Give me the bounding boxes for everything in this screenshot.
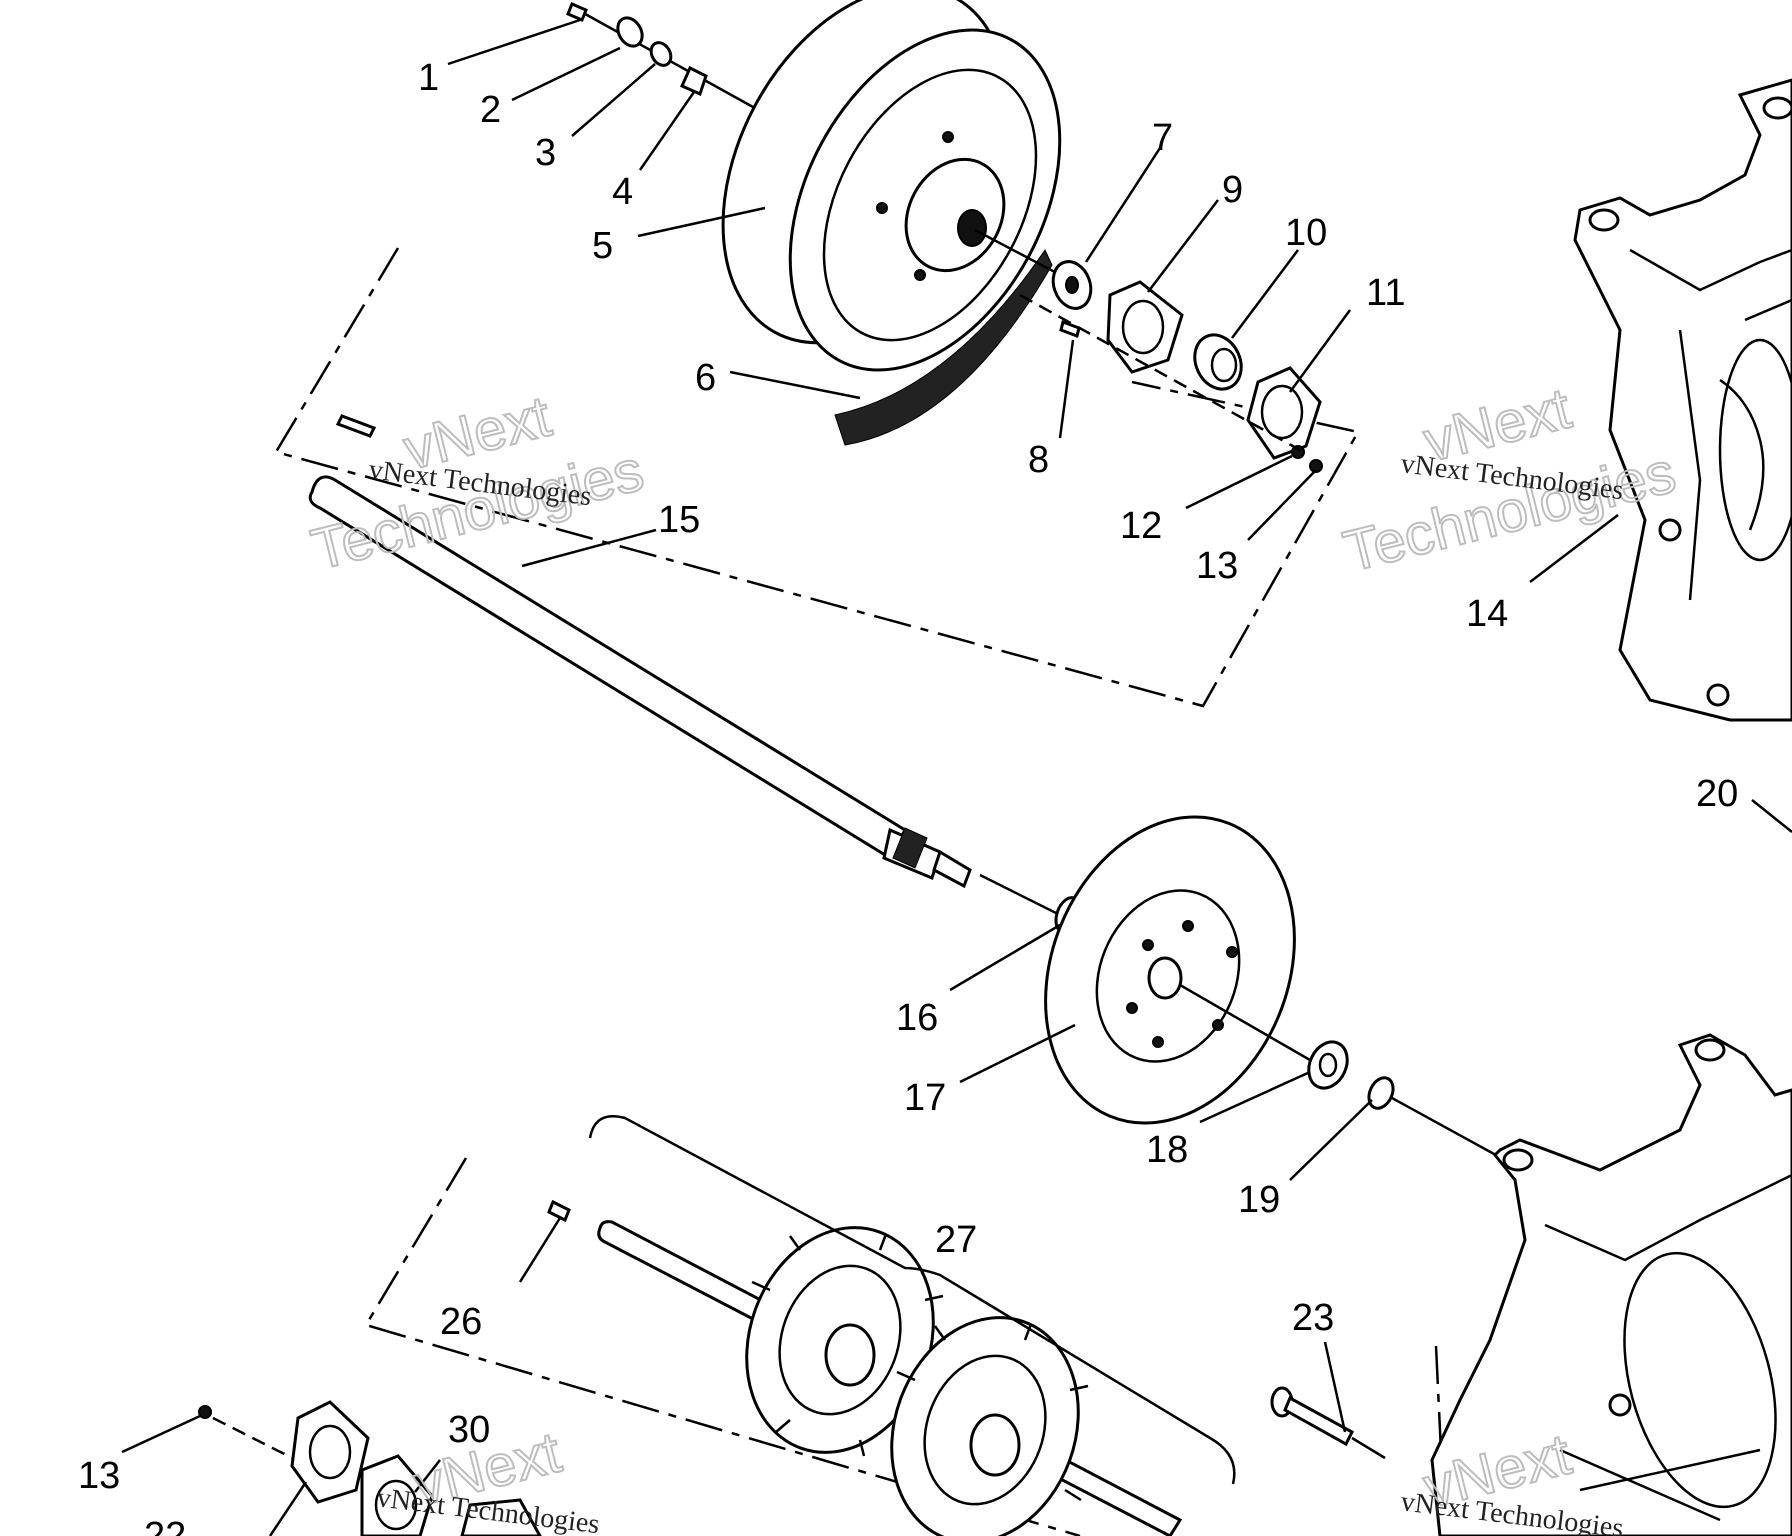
callout-15: 15 [658, 499, 700, 541]
track-driveshaft [547, 1115, 1236, 1536]
sprocket-right [890, 1316, 1089, 1536]
callout-16: 16 [896, 997, 938, 1039]
hardware-stack-top [566, 2, 763, 114]
callout-27: 27 [935, 1219, 977, 1261]
callout-17: 17 [904, 1077, 946, 1119]
chaincase-upper [1573, 78, 1792, 722]
callout-30: 30 [448, 1409, 490, 1451]
callout-leaders [121, 18, 1792, 1536]
callout-12: 12 [1120, 505, 1162, 547]
callout-9: 9 [1222, 169, 1243, 211]
callout-19: 19 [1238, 1179, 1280, 1221]
callout-numbers: 1 2 3 4 5 6 7 9 10 11 8 12 13 14 15 20 1… [78, 57, 1738, 1536]
watermark-upper-left: vNext Technologies vNext Technologies [304, 383, 650, 584]
callout-2: 2 [480, 89, 501, 131]
callout-23: 23 [1292, 1297, 1334, 1339]
chaincase-lower [1430, 1033, 1792, 1536]
callout-14: 14 [1466, 593, 1508, 635]
callout-5: 5 [592, 225, 613, 267]
drive-shaft [308, 414, 1061, 917]
callout-13-top: 13 [1196, 545, 1238, 587]
drive-pulley [721, 0, 1071, 446]
assembly-outline-lower [364, 1157, 1081, 1536]
belt [834, 248, 1053, 446]
bolt-23 [1270, 1386, 1386, 1460]
brake-disc-assembly [1044, 815, 1506, 1162]
bearing-flange-assembly [1019, 260, 1323, 473]
lower-flange-parts [198, 1400, 542, 1536]
callout-18: 18 [1146, 1129, 1188, 1171]
callout-11: 11 [1366, 272, 1405, 314]
callout-8: 8 [1028, 439, 1049, 481]
callout-26: 26 [440, 1301, 482, 1343]
callout-10: 10 [1285, 212, 1327, 254]
callout-1: 1 [418, 57, 439, 99]
callout-7: 7 [1152, 117, 1173, 159]
bracket-27 [588, 1115, 1236, 1485]
callout-4: 4 [612, 171, 633, 213]
callout-3: 3 [535, 132, 556, 174]
callout-13-bottom: 13 [78, 1455, 120, 1497]
callout-22: 22 [144, 1515, 186, 1536]
callout-6: 6 [695, 357, 716, 399]
callout-20: 20 [1696, 773, 1738, 815]
